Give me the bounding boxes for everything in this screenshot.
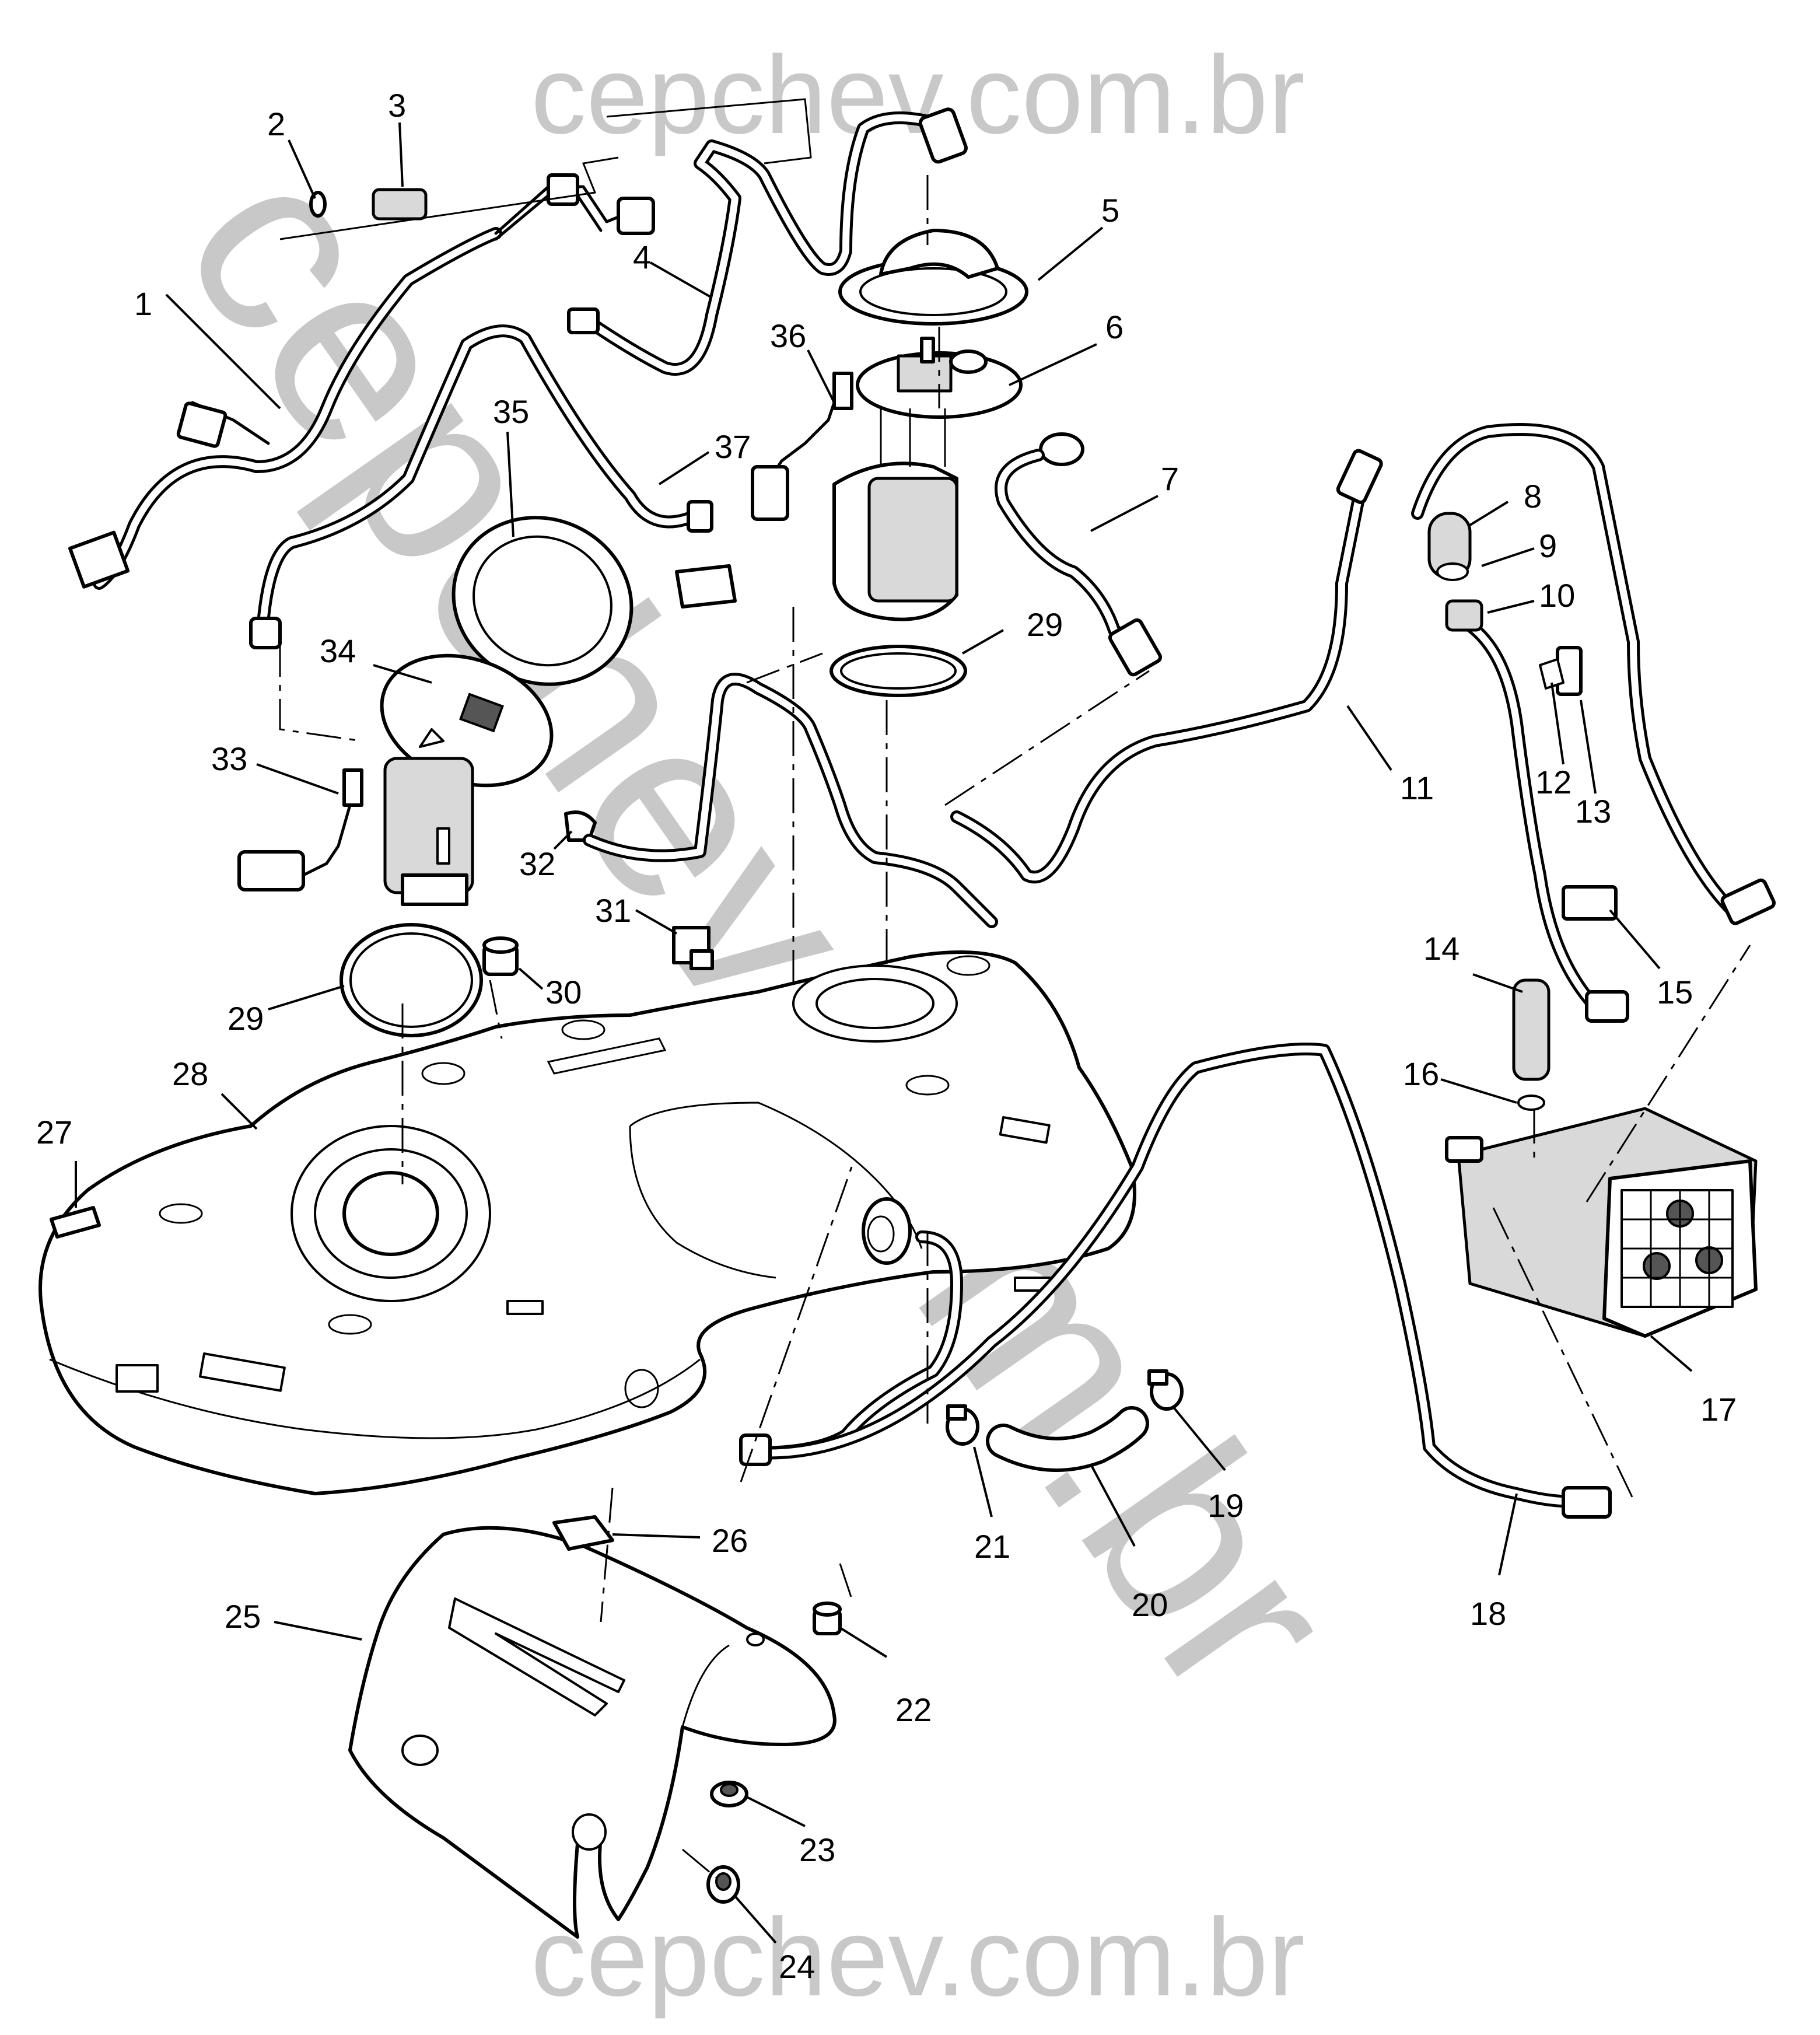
callout-29-left: 29 — [228, 1000, 264, 1037]
filler-hose[interactable] — [986, 1406, 1149, 1472]
callout-14: 14 — [1423, 930, 1460, 967]
nut-23[interactable] — [710, 1781, 748, 1807]
watermark-diagonal: cepchev.com.br — [129, 112, 1393, 1746]
jumper-harness[interactable] — [768, 383, 842, 480]
callout-23: 23 — [799, 1831, 835, 1868]
callout-35: 35 — [493, 393, 529, 430]
secondary-fuel-sender[interactable] — [237, 757, 474, 906]
watermark-bottom: cepchev.com.br — [531, 1896, 1305, 2019]
callout-19: 19 — [1208, 1487, 1244, 1524]
clamp-21[interactable] — [946, 1404, 979, 1446]
callout-17: 17 — [1700, 1391, 1737, 1428]
fuel-tank[interactable] — [38, 950, 1136, 1495]
insulator-pad[interactable] — [552, 1515, 614, 1551]
pad-27[interactable] — [50, 1206, 101, 1239]
callout-33: 33 — [211, 740, 247, 777]
callout-8: 8 — [1524, 478, 1542, 515]
callout-4: 4 — [633, 239, 651, 275]
callout-30: 30 — [545, 974, 582, 1010]
fitting-2-3[interactable] — [279, 156, 619, 240]
callout-32: 32 — [519, 845, 555, 882]
jumper-clip[interactable] — [832, 372, 853, 410]
watermark-top: cepchev.com.br — [531, 33, 1305, 157]
callout-10: 10 — [1539, 577, 1575, 614]
callout-7: 7 — [1161, 460, 1179, 497]
callout-16: 16 — [1403, 1055, 1439, 1092]
pipe-18[interactable] — [739, 1043, 1612, 1519]
callout-13: 13 — [1575, 793, 1611, 830]
callout-28: 28 — [172, 1055, 208, 1092]
pipe-11[interactable] — [950, 449, 1383, 884]
callout-26: 26 — [712, 1522, 748, 1559]
hose-10[interactable] — [1427, 512, 1629, 1023]
callout-37: 37 — [715, 428, 751, 465]
callout-18: 18 — [1470, 1595, 1506, 1632]
callout-29-right: 29 — [1027, 606, 1063, 643]
heat-shield[interactable] — [348, 1526, 836, 1939]
lock-ring-35[interactable] — [426, 489, 659, 714]
callout-25: 25 — [225, 1598, 261, 1635]
callout-27: 27 — [36, 1114, 72, 1151]
callout-36: 36 — [770, 317, 806, 354]
evap-canister[interactable] — [1445, 1107, 1758, 1338]
callout-22: 22 — [895, 1691, 932, 1728]
callout-labels: 1 2 3 4 5 6 7 8 9 10 11 12 13 14 15 16 1… — [36, 87, 1737, 1985]
lock-ring-5[interactable] — [838, 229, 1028, 326]
fuel-feed-pipe[interactable] — [567, 98, 968, 376]
callout-6: 6 — [1105, 309, 1124, 345]
callout-2: 2 — [267, 106, 285, 142]
callout-11: 11 — [1400, 770, 1434, 806]
vent-valve[interactable] — [672, 926, 714, 970]
callout-21: 21 — [974, 1528, 1010, 1565]
sender-connector[interactable] — [675, 564, 737, 609]
nut-24[interactable] — [706, 1865, 740, 1904]
callout-15: 15 — [1657, 974, 1693, 1010]
fuel-pump-module[interactable] — [832, 337, 1084, 621]
callout-12: 12 — [1535, 764, 1572, 800]
callout-1: 1 — [134, 285, 152, 322]
pipe-7[interactable] — [995, 449, 1163, 677]
callout-3: 3 — [388, 87, 406, 124]
bumper[interactable] — [813, 1602, 842, 1635]
line-37[interactable] — [249, 324, 713, 649]
callout-5: 5 — [1101, 192, 1119, 229]
vent-line[interactable] — [1411, 423, 1776, 925]
callout-24: 24 — [779, 1948, 815, 1985]
callout-34: 34 — [320, 632, 356, 669]
jumper-connector[interactable] — [751, 465, 789, 521]
leader-lines — [75, 122, 1693, 1944]
purge-valve[interactable] — [1512, 978, 1550, 1111]
clamp-19[interactable] — [1147, 1369, 1184, 1411]
grommet[interactable] — [482, 936, 519, 976]
line-32[interactable] — [583, 673, 998, 928]
callout-20: 20 — [1132, 1586, 1168, 1623]
callout-31: 31 — [595, 892, 631, 929]
callout-9: 9 — [1539, 527, 1557, 564]
